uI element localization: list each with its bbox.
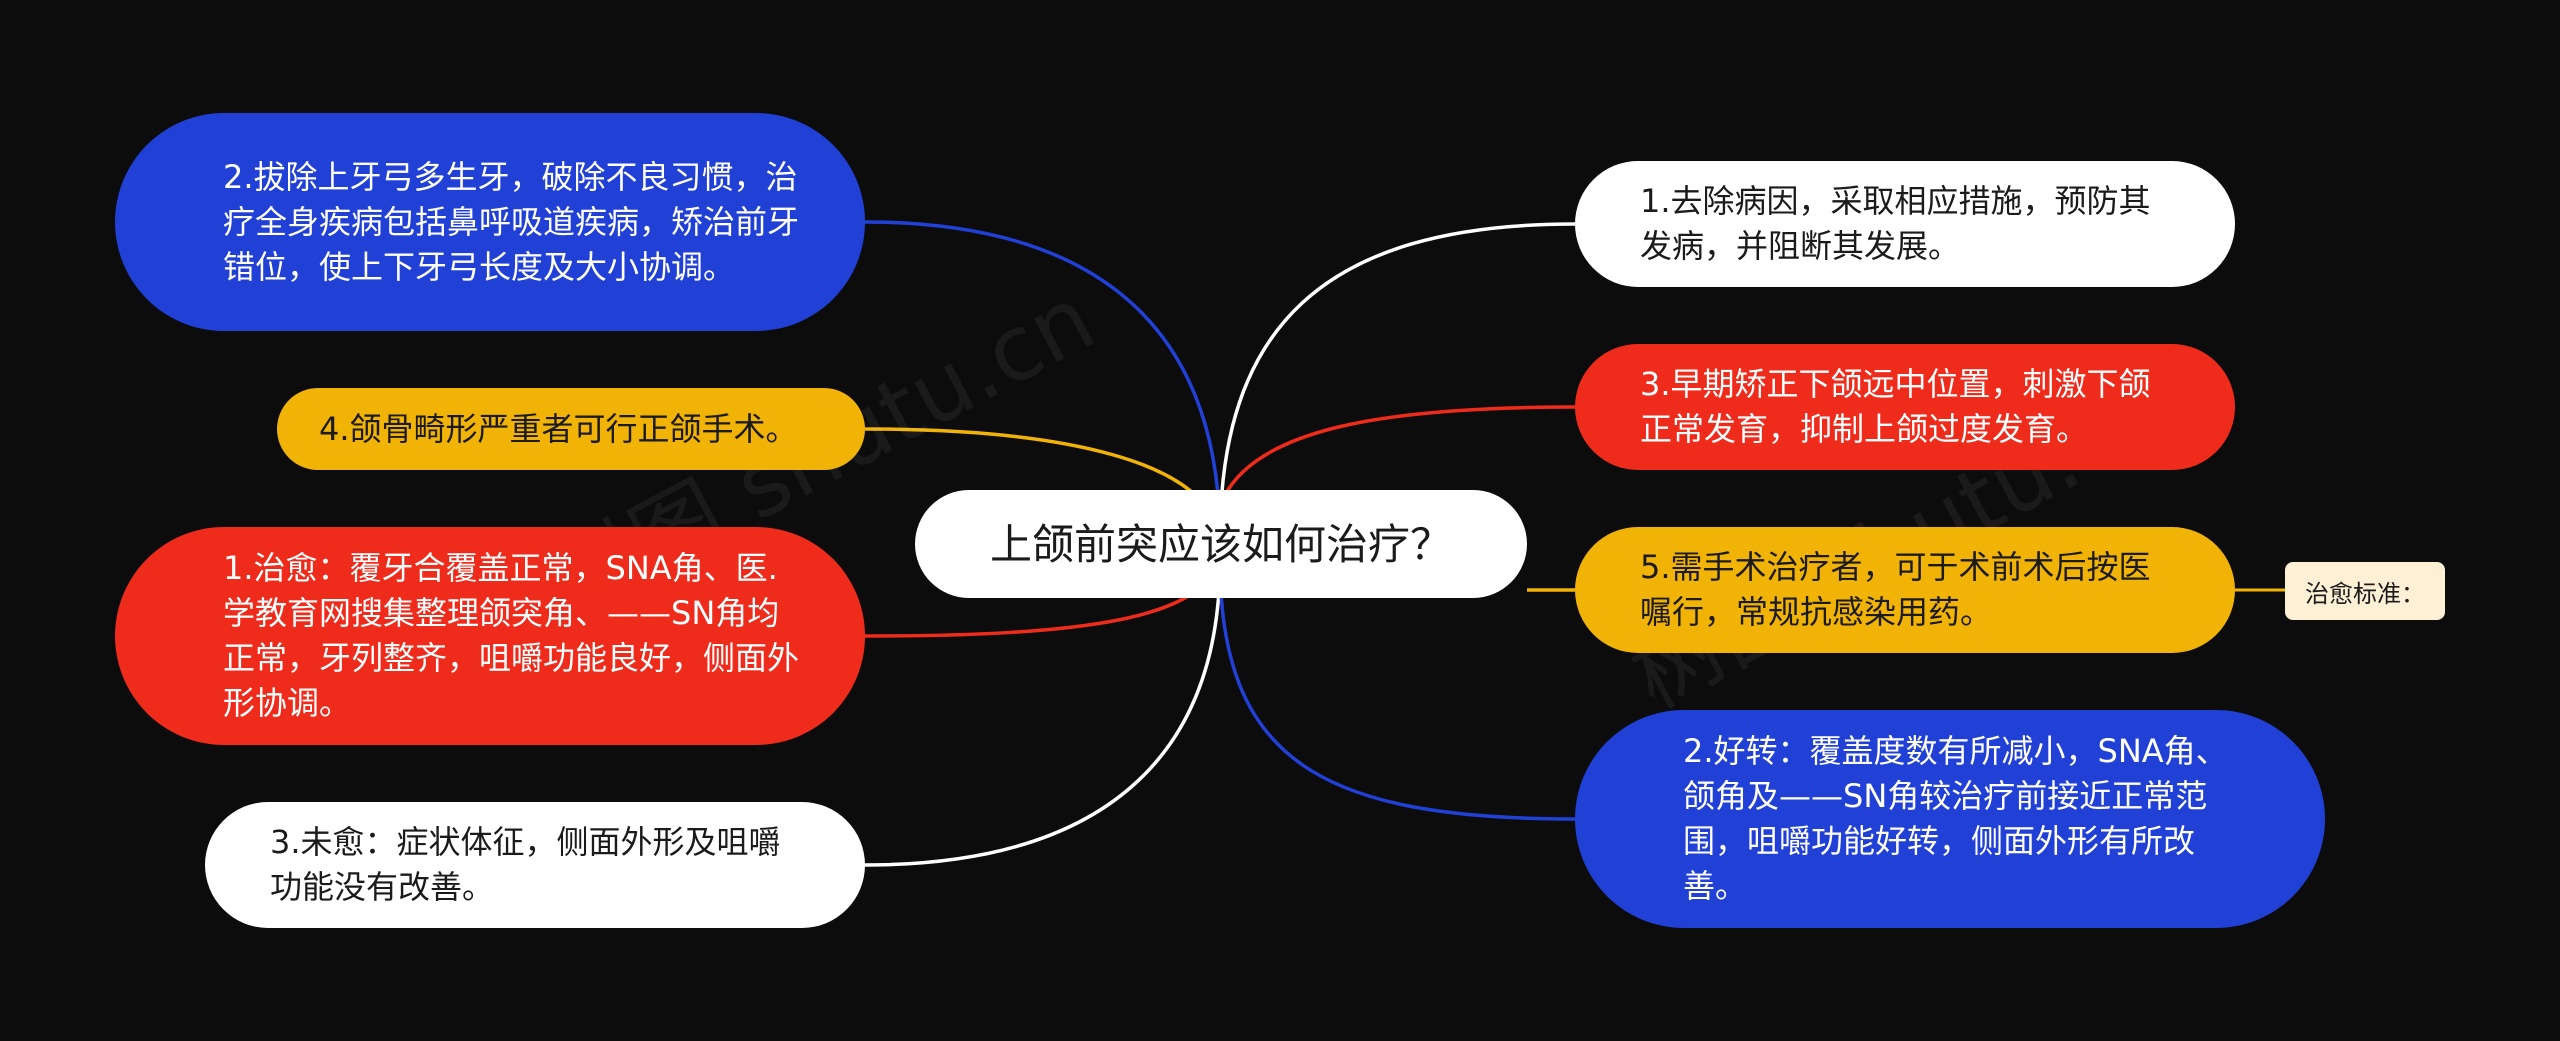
- branch-node[interactable]: 2.好转：覆盖度数有所减小，SNA角、颌角及——SN角较治疗前接近正常范围，咀嚼…: [1575, 710, 2325, 928]
- tag-label: 治愈标准：: [2305, 579, 2425, 608]
- branch-node[interactable]: 4.颌骨畸形严重者可行正颌手术。: [277, 388, 865, 470]
- connector-blue-left: [864, 220, 1222, 541]
- root-node[interactable]: 上颌前突应该如何治疗？: [915, 490, 1527, 598]
- branch-label: 3.早期矫正下颌远中位置，刺激下颌正常发育，抑制上颌过度发育。: [1640, 365, 2151, 448]
- connector-blue-right: [1218, 559, 1576, 821]
- root-label: 上颌前突应该如何治疗？: [989, 519, 1452, 569]
- branch-node[interactable]: 3.未愈：症状体征，侧面外形及咀嚼功能没有改善。: [205, 802, 865, 928]
- branch-label: 2.好转：覆盖度数有所减小，SNA角、颌角及——SN角较治疗前接近正常范围，咀嚼…: [1683, 732, 2228, 905]
- branch-node[interactable]: 5.需手术治疗者，可于术前术后按医嘱行，常规抗感染用药。: [1575, 527, 2235, 653]
- branch-node[interactable]: 3.早期矫正下颌远中位置，刺激下颌正常发育，抑制上颌过度发育。: [1575, 344, 2235, 470]
- branch-node[interactable]: 1.治愈：覆牙合覆盖正常，SNA角、医.学教育网搜集整理颌突角、——SN角均正常…: [115, 527, 865, 745]
- branch-label: 5.需手术治疗者，可于术前术后按医嘱行，常规抗感染用药。: [1640, 548, 2151, 631]
- connector-white-left: [864, 559, 1222, 867]
- connector-red-right: [1223, 405, 1576, 496]
- branch-label: 2.拔除上牙弓多生牙，破除不良习惯，治疗全身疾病包括鼻呼吸道疾病，矫治前牙错位，…: [223, 157, 800, 286]
- branch-label: 1.去除病因，采取相应措施，预防其发病，并阻断其发展。: [1640, 182, 2151, 265]
- tag-node[interactable]: 治愈标准：: [2285, 562, 2445, 620]
- branch-label: 3.未愈：症状体征，侧面外形及咀嚼功能没有改善。: [270, 823, 781, 906]
- branch-node[interactable]: 2.拔除上牙弓多生牙，破除不良习惯，治疗全身疾病包括鼻呼吸道疾病，矫治前牙错位，…: [115, 113, 865, 331]
- branch-label: 1.治愈：覆牙合覆盖正常，SNA角、医.学教育网搜集整理颌突角、——SN角均正常…: [223, 549, 800, 722]
- connector-white-right: [1218, 222, 1576, 541]
- branch-label: 4.颌骨畸形严重者可行正颌手术。: [319, 409, 798, 448]
- branch-node[interactable]: 1.去除病因，采取相应措施，预防其发病，并阻断其发展。: [1575, 161, 2235, 287]
